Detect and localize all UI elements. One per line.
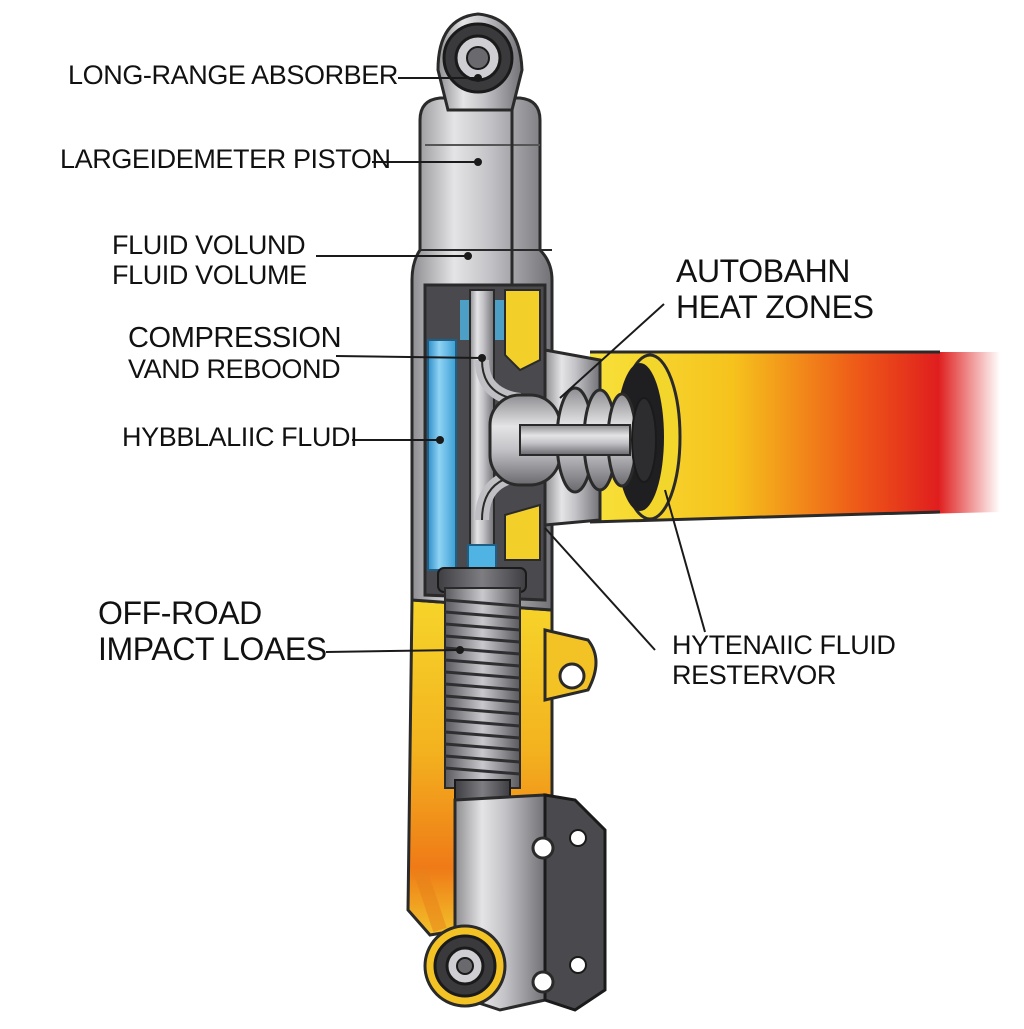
label-hydraulic-fluid: HYBBLALIIC FLUDI xyxy=(122,422,358,452)
label-autobahn-heat-zones: AUTOBAHN HEAT ZONES xyxy=(676,253,874,325)
cutaway-interior xyxy=(423,283,547,602)
valve-stack xyxy=(488,348,657,527)
label-large-diameter-piston: LARGEIDEMETER PISTON xyxy=(60,144,391,174)
leader-off-road xyxy=(325,649,461,653)
label-compression-rebound: COMPRESSION VAND REBOOND xyxy=(128,322,342,385)
leader-compression xyxy=(335,355,483,359)
leader-lines xyxy=(316,74,706,654)
label-long-range-absorber: LONG-RANGE ABSORBER xyxy=(68,60,398,90)
leader-reservoir-2 xyxy=(664,489,706,633)
coil-spring xyxy=(437,567,527,806)
label-hydraulic-reservoir: HYTENAIIC FLUID RESTERVOR xyxy=(672,630,896,691)
label-fluid-volume: FLUID VOLUND FLUID VOLUME xyxy=(112,230,307,291)
leader-autobahn xyxy=(559,303,665,399)
mounting-tab xyxy=(543,628,598,702)
top-eye-mount xyxy=(436,12,524,112)
label-off-road-impact: OFF-ROAD IMPACT LOAES xyxy=(98,595,327,667)
leader-reservoir-1 xyxy=(544,527,656,651)
bottom-eye-mount xyxy=(423,924,507,1008)
